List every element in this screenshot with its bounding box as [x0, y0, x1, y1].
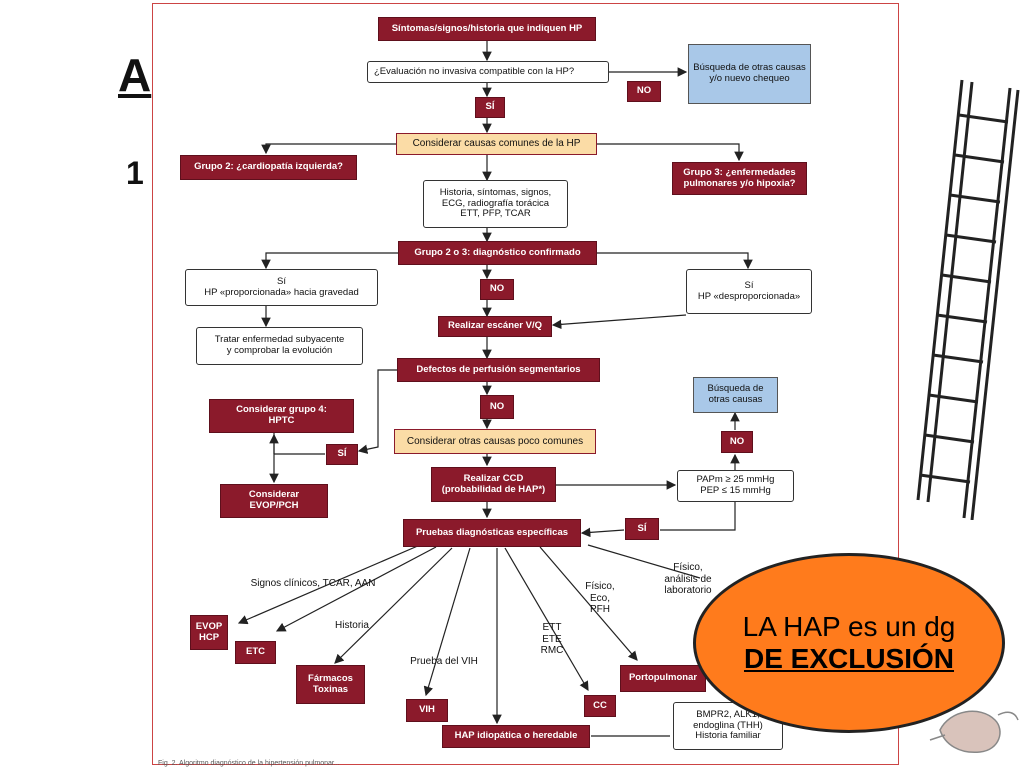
label-physical-lab: Físico, análisis de laboratorio	[664, 562, 712, 596]
label-ett-ete-rmc: ETT ETE RMC	[540, 622, 564, 656]
node-noninvasive-eval: ¿Evaluación no invasiva compatible con l…	[367, 61, 609, 83]
node-genetic-history: BMPR2, ALK1, endoglina (THH) Historia fa…	[673, 702, 783, 750]
node-papm-pep: PAPm ≥ 25 mmHg PEP ≤ 15 mmHg	[677, 470, 794, 502]
node-diagnosis-confirmed: Grupo 2 o 3: diagnóstico confirmado	[398, 241, 597, 265]
node-proportionate: Sí HP «proporcionada» hacia gravedad	[185, 269, 378, 306]
label-hiv-test: Prueba del VIH	[410, 656, 478, 667]
node-no-1: NO	[627, 81, 661, 102]
label-clinical-signs: Signos clínicos, TCAR, AAN	[250, 578, 376, 589]
node-search-other-causes-2: Búsqueda de otras causas	[693, 377, 778, 413]
node-disproportionate: Sí HP «desproporcionada»	[686, 269, 812, 314]
node-treat-underlying: Tratar enfermedad subyacente y comprobar…	[196, 327, 363, 365]
node-si-2: SÍ	[326, 444, 358, 465]
node-evop-hcp: EVOP HCP	[190, 615, 228, 650]
node-perform-ccd: Realizar CCD (probabilidad de HAP*)	[431, 467, 556, 502]
node-consider-common-causes: Considerar causas comunes de la HP	[396, 133, 597, 155]
node-group-2: Grupo 2: ¿cardiopatía izquierda?	[180, 155, 357, 180]
node-no-4: NO	[721, 431, 753, 453]
node-perfusion-defects: Defectos de perfusión segmentarios	[397, 358, 600, 382]
node-start: Síntomas/signos/historia que indiquen HP	[378, 17, 596, 41]
label-history: Historia	[335, 620, 369, 631]
callout-line-1: LA HAP es un dg	[742, 611, 956, 642]
node-no-2: NO	[480, 279, 514, 300]
node-si-3: SÍ	[625, 518, 659, 540]
node-consider-group-4: Considerar grupo 4: HPTC	[209, 399, 354, 433]
exclusion-callout: LA HAP es un dg DE EXCLUSIÓN	[693, 553, 1005, 733]
node-no-3: NO	[480, 395, 514, 419]
node-etc: ETC	[235, 641, 276, 664]
node-consider-uncommon-causes: Considerar otras causas poco comunes	[394, 429, 596, 454]
figure-caption: Fig. 2. Algoritmo diagnóstico de la hipe…	[158, 760, 340, 767]
hand-sketch-illustration	[929, 710, 1019, 753]
node-specific-tests: Pruebas diagnósticas específicas	[403, 519, 581, 547]
node-vq-scan: Realizar escáner V/Q	[438, 316, 552, 337]
node-history-tests: Historia, síntomas, signos, ECG, radiogr…	[423, 180, 568, 228]
ladder-illustration	[916, 79, 1020, 520]
node-consider-evop-pch: Considerar EVOP/PCH	[220, 484, 328, 518]
label-physical-echo: Físico, Eco, PFH	[585, 581, 615, 615]
node-drugs-toxins: Fármacos Toxinas	[296, 665, 365, 704]
node-cc: CC	[584, 695, 616, 717]
slide-title-fragment: A	[118, 49, 152, 101]
node-vih: VIH	[406, 699, 448, 722]
node-si-1: SÍ	[475, 97, 505, 118]
node-portopulmonary: Portopulmonar	[620, 665, 706, 692]
node-idiopathic-hap: HAP idiopática o heredable	[442, 725, 590, 748]
node-search-other-causes-1: Búsqueda de otras causas y/o nuevo chequ…	[688, 44, 811, 104]
callout-line-2: DE EXCLUSIÓN	[743, 643, 955, 674]
node-group-3: Grupo 3: ¿enfermedades pulmonares y/o hi…	[672, 162, 807, 195]
slide-number-fragment: 1	[126, 155, 144, 191]
